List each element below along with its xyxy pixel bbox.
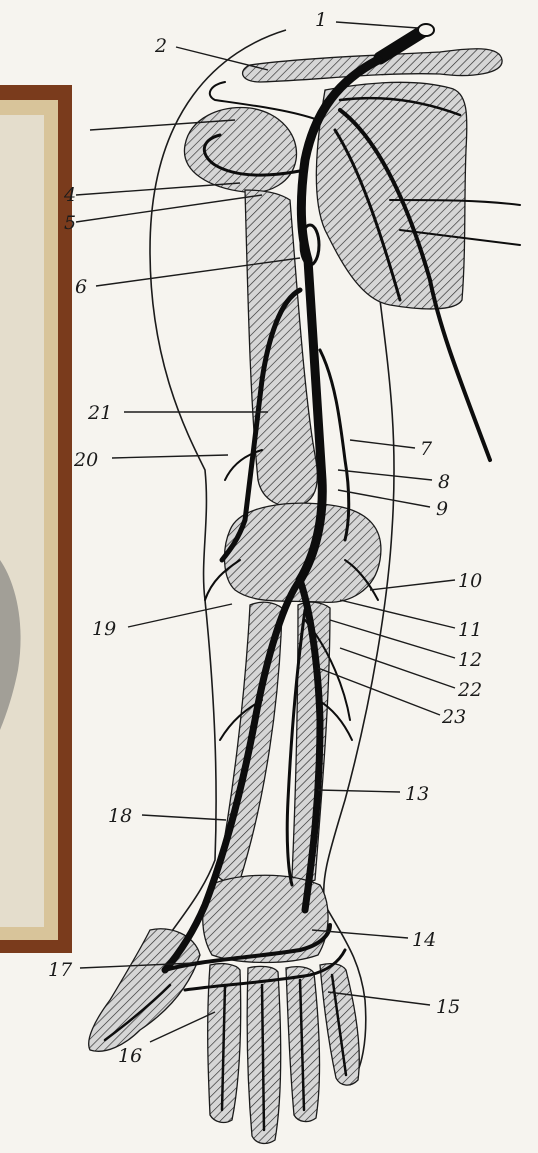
leader-5 — [76, 195, 262, 222]
leader-19 — [128, 604, 232, 627]
leader-9 — [338, 490, 430, 507]
label-11: 11 — [458, 619, 482, 641]
framed-picture — [0, 85, 72, 953]
label-5: 5 — [64, 212, 76, 234]
leader-8 — [338, 470, 432, 480]
leader-1 — [336, 22, 418, 28]
leader-13 — [318, 790, 400, 792]
label-2: 2 — [154, 35, 167, 57]
leader-22 — [340, 648, 455, 688]
leader-20 — [112, 455, 228, 458]
picture-canvas — [0, 115, 44, 927]
label-6: 6 — [75, 276, 87, 298]
label-8: 8 — [438, 471, 450, 493]
label-15: 15 — [436, 996, 460, 1018]
label-20: 20 — [73, 449, 98, 471]
label-23: 23 — [441, 706, 466, 728]
leader-2 — [176, 47, 268, 70]
label-18: 18 — [108, 805, 132, 827]
label-12: 12 — [458, 649, 482, 671]
leader-11 — [340, 600, 455, 628]
leader-4 — [76, 183, 240, 195]
leader-16 — [150, 1012, 215, 1042]
humeral-head — [184, 108, 296, 193]
leader-10 — [370, 580, 455, 590]
label-16: 16 — [118, 1045, 142, 1067]
label-14: 14 — [412, 929, 436, 951]
label-21: 21 — [87, 402, 112, 424]
bones — [89, 49, 502, 1144]
leader-12 — [330, 620, 455, 658]
label-1: 1 — [315, 9, 327, 31]
label-4: 4 — [63, 184, 76, 206]
leader-18 — [142, 815, 226, 820]
label-7: 7 — [420, 438, 433, 460]
leader-23 — [318, 668, 440, 715]
label-17: 17 — [48, 959, 73, 981]
label-9: 9 — [436, 498, 448, 520]
label-19: 19 — [92, 618, 116, 640]
label-10: 10 — [458, 570, 482, 592]
label-13: 13 — [405, 783, 429, 805]
leader-7 — [350, 440, 415, 448]
label-22: 22 — [457, 679, 482, 701]
subclavian-lumen — [418, 24, 434, 36]
